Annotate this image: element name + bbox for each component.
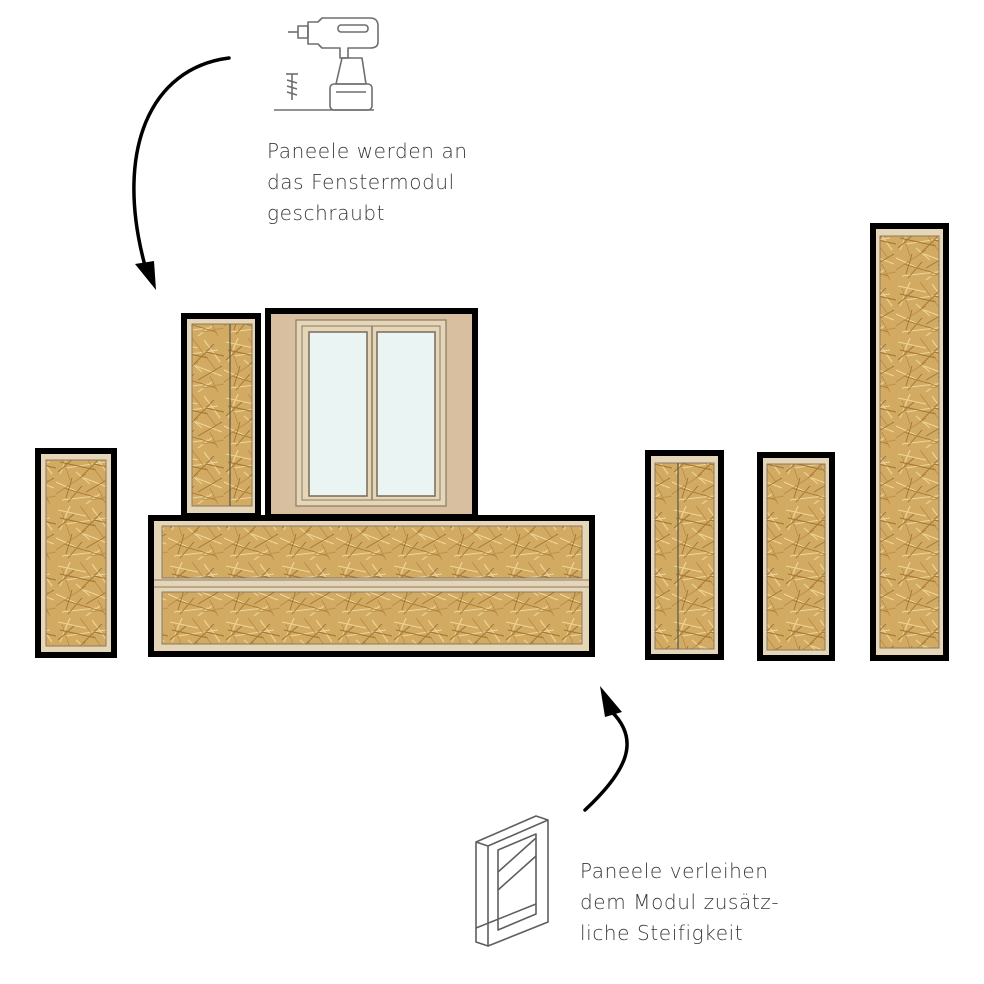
panel-right-1: [645, 450, 724, 660]
panel-right-tall: [870, 223, 949, 661]
panel-right-2: [757, 452, 835, 661]
caption-top-line2: das Fenstermodul: [267, 170, 455, 194]
caption-bottom-line2: dem Modul zusätz-: [580, 890, 780, 914]
arrow-bottom: [583, 710, 629, 812]
panel-left: [35, 448, 117, 658]
drill-icon: [288, 17, 379, 111]
caption-top: Paneele werden an das Fenstermodul gesch…: [267, 136, 468, 229]
wall-module: [148, 308, 595, 657]
arrowhead-bottom: [600, 686, 622, 717]
caption-bottom-line3: liche Steifigkeit: [580, 921, 744, 945]
caption-bottom: Paneele verleihen dem Modul zusätz- lich…: [580, 856, 779, 949]
arrow-top: [132, 56, 231, 264]
caption-top-line3: geschraubt: [267, 201, 386, 225]
braced-frame-icon: [475, 815, 549, 947]
caption-bottom-line1: Paneele verleihen: [580, 859, 769, 883]
screw-icon: [286, 73, 298, 100]
caption-top-line1: Paneele werden an: [267, 139, 468, 163]
arrowhead-top: [135, 261, 156, 290]
